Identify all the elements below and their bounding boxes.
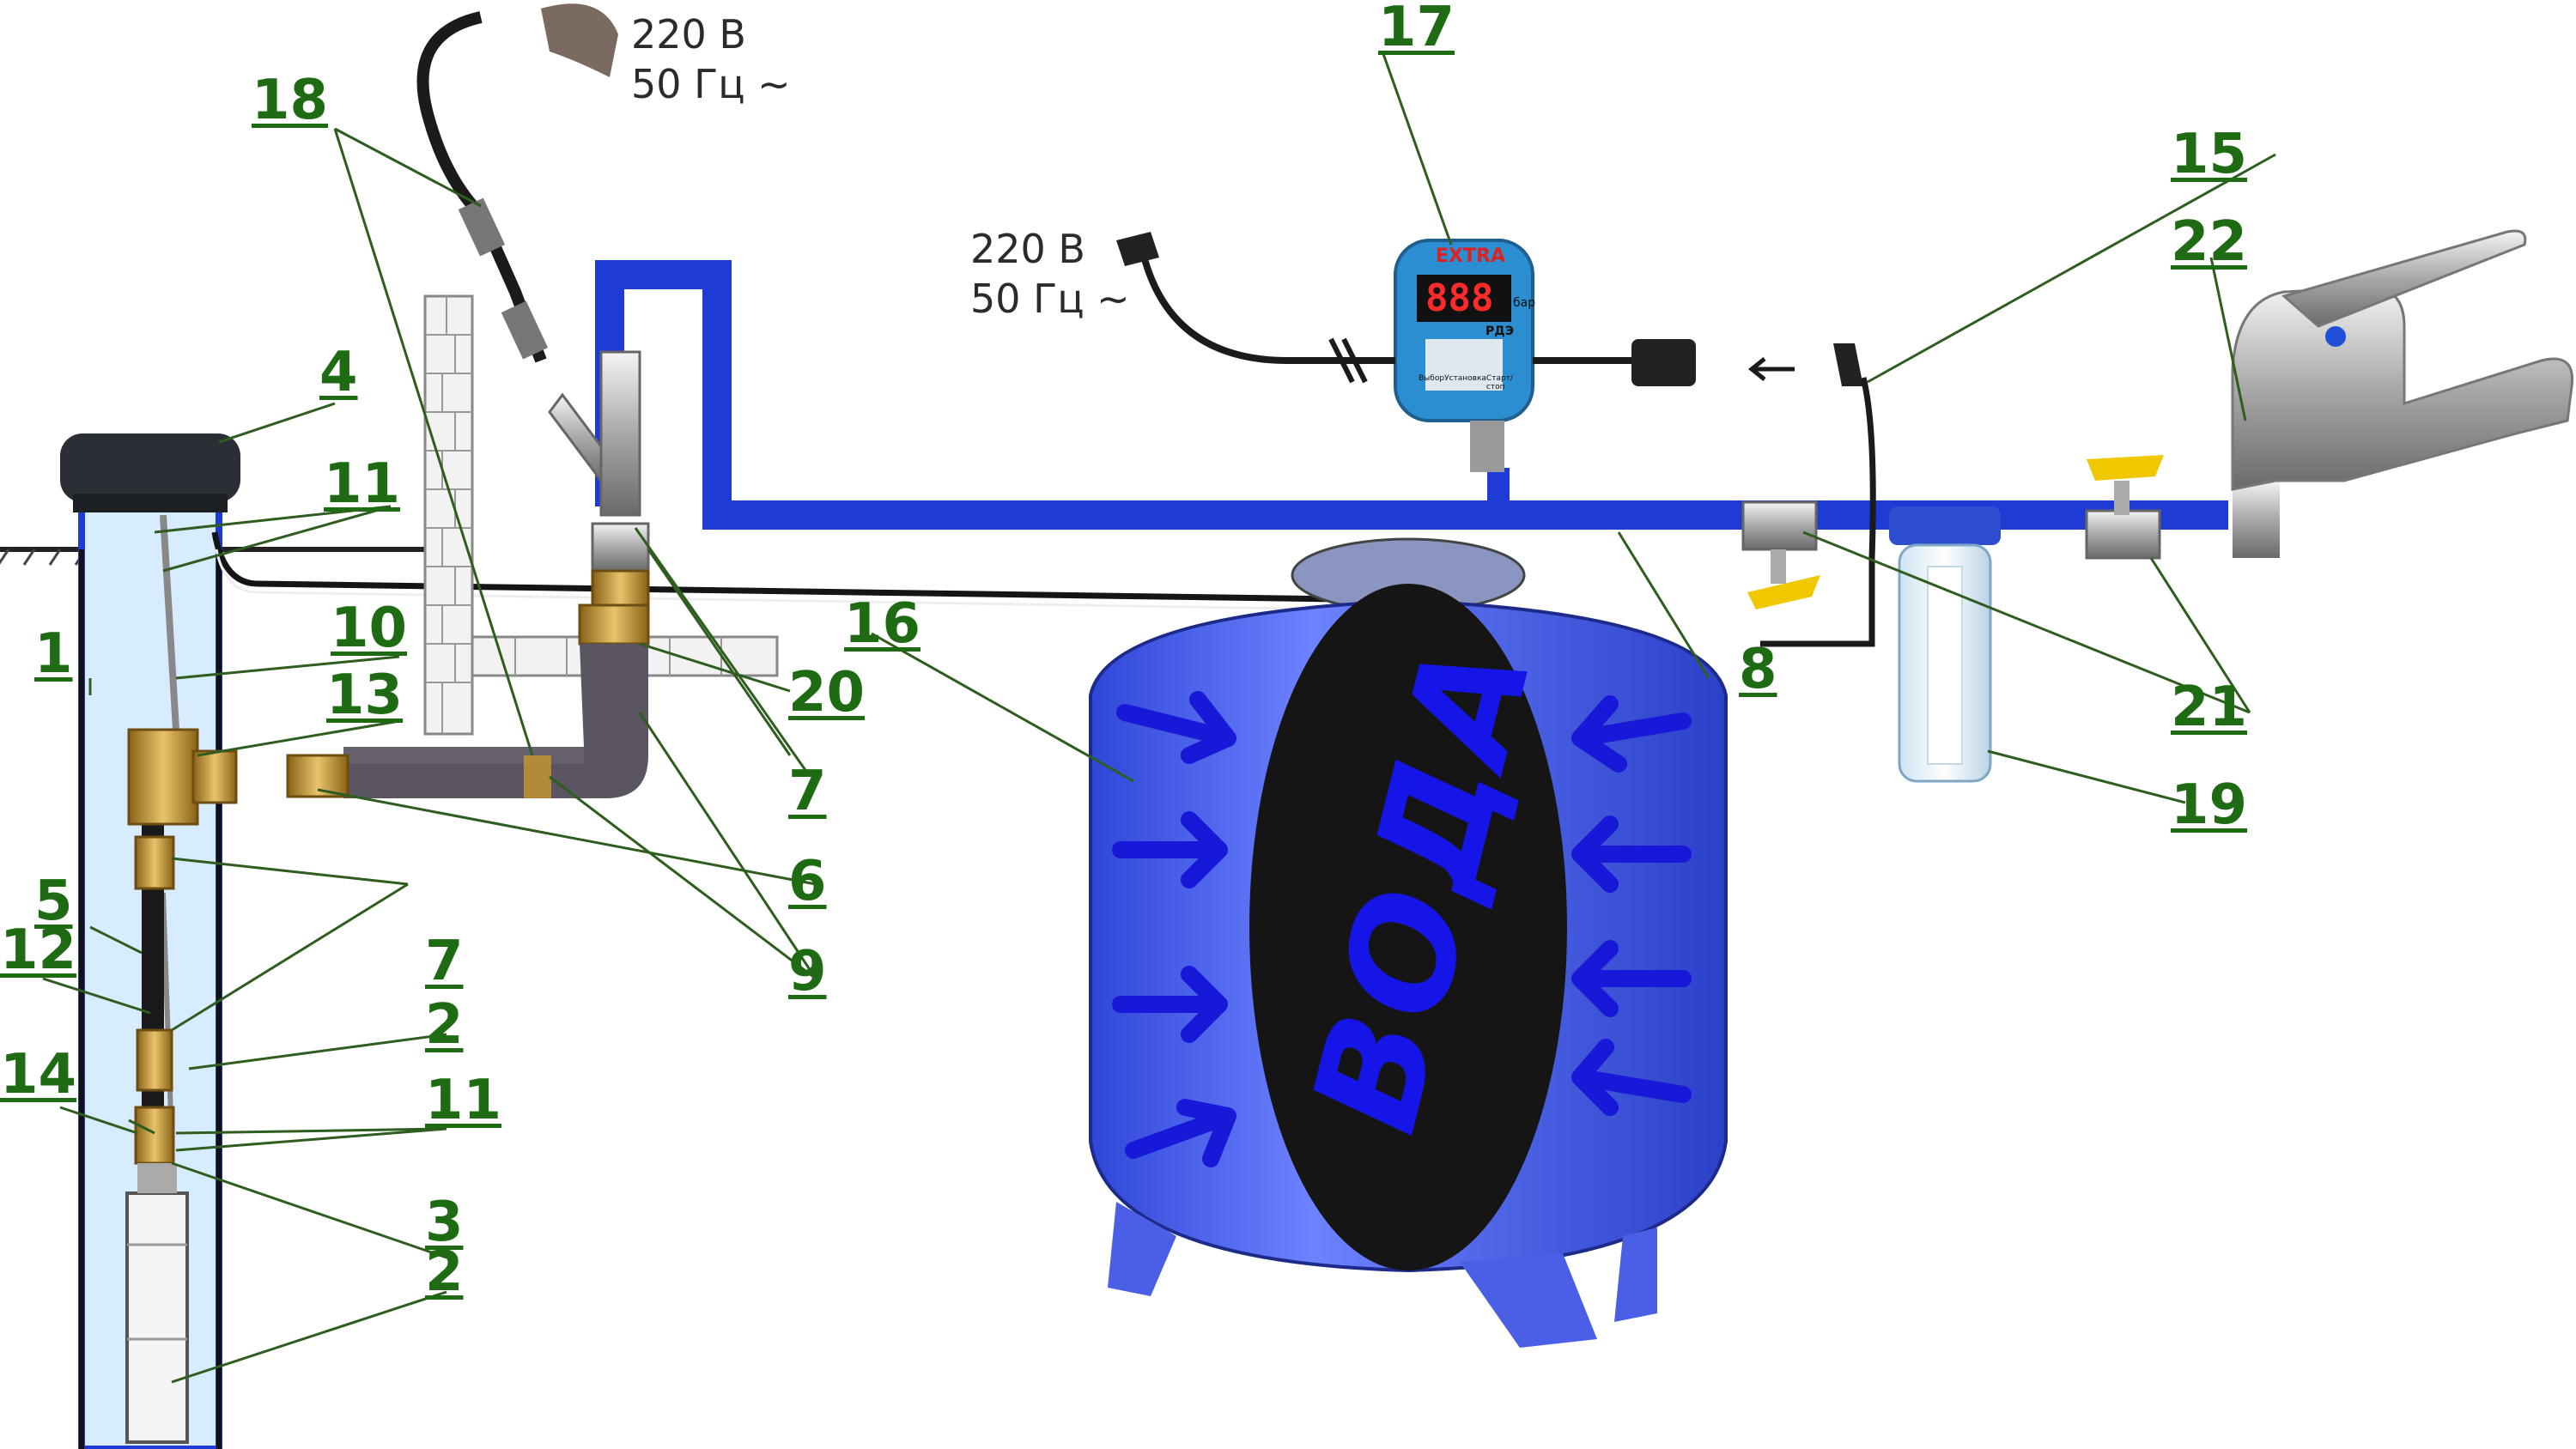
controller-model: РДЭ <box>1485 324 1515 338</box>
pipe-insulation <box>343 644 648 798</box>
callout-8: 8 <box>1739 638 1777 701</box>
power-top-frequency: 50 Гц ~ <box>631 60 791 107</box>
controller-unit: бар <box>1513 296 1536 310</box>
wye-strainer <box>548 350 650 573</box>
callout-7-left: 7 <box>425 930 464 993</box>
callout-5: 5 <box>34 870 73 933</box>
power-left-voltage: 220 В <box>970 226 1085 272</box>
callout-12: 12 <box>0 919 77 982</box>
brass-coupling <box>578 569 650 646</box>
callout-20: 20 <box>788 661 866 724</box>
controller-button-row: Выбор Установка Старт/стоп <box>1419 374 1522 391</box>
controller-display: 888 <box>1425 276 1494 320</box>
callout-14: 14 <box>0 1043 77 1106</box>
callout-15: 15 <box>2171 123 2248 186</box>
controller-power-cable <box>1116 232 1395 384</box>
leader-lines <box>42 51 2276 1384</box>
callout-11-bottom: 11 <box>425 1069 502 1132</box>
callout-2-top: 2 <box>425 993 464 1057</box>
rubber-bladder <box>1249 584 1567 1270</box>
safety-rope <box>160 514 179 1143</box>
callout-16: 16 <box>844 592 921 656</box>
callout-9: 9 <box>788 940 827 1003</box>
controller-button-start: Старт/стоп <box>1485 374 1513 391</box>
callout-7-right: 7 <box>788 760 827 823</box>
callout-17: 17 <box>1378 0 1455 59</box>
power-top-voltage: 220 В <box>631 11 746 58</box>
callout-21: 21 <box>2171 676 2248 739</box>
callout-13: 13 <box>326 664 404 727</box>
well-tee-fitting <box>127 728 238 826</box>
callout-6: 6 <box>788 850 827 913</box>
power-label-left: 220 В 50 Гц ~ <box>970 225 1130 324</box>
well-fittings-upper <box>134 835 175 1092</box>
callout-2-bottom: 2 <box>425 1240 464 1304</box>
callout-19: 19 <box>2171 773 2248 837</box>
callout-10: 10 <box>331 597 408 660</box>
power-label-top: 220 В 50 Гц ~ <box>631 10 791 109</box>
power-left-frequency: 50 Гц ~ <box>970 275 1130 322</box>
callout-4: 4 <box>319 341 358 404</box>
water-filter <box>1889 506 2001 783</box>
callout-11-top: 11 <box>324 452 401 516</box>
ball-valve-left <box>1741 500 1820 609</box>
well-cap <box>60 433 240 512</box>
callout-3: 3 <box>425 1191 464 1254</box>
mixer-faucet <box>2231 229 2574 558</box>
pressure-controller <box>1394 239 1534 472</box>
pressure-arrows <box>1112 691 1692 1167</box>
controller-button-select: Выбор <box>1419 374 1445 383</box>
submersible-pump <box>125 1163 189 1444</box>
check-valve-in-well <box>134 1106 175 1165</box>
callout-1: 1 <box>34 622 73 686</box>
ball-valve-right <box>2085 455 2164 560</box>
callout-18: 18 <box>252 69 329 132</box>
controller-brand: EXTRA <box>1436 246 1505 267</box>
callout-22: 22 <box>2171 210 2248 274</box>
pump-plug-socket <box>1533 339 1876 647</box>
controller-button-set: Установка <box>1444 374 1486 383</box>
